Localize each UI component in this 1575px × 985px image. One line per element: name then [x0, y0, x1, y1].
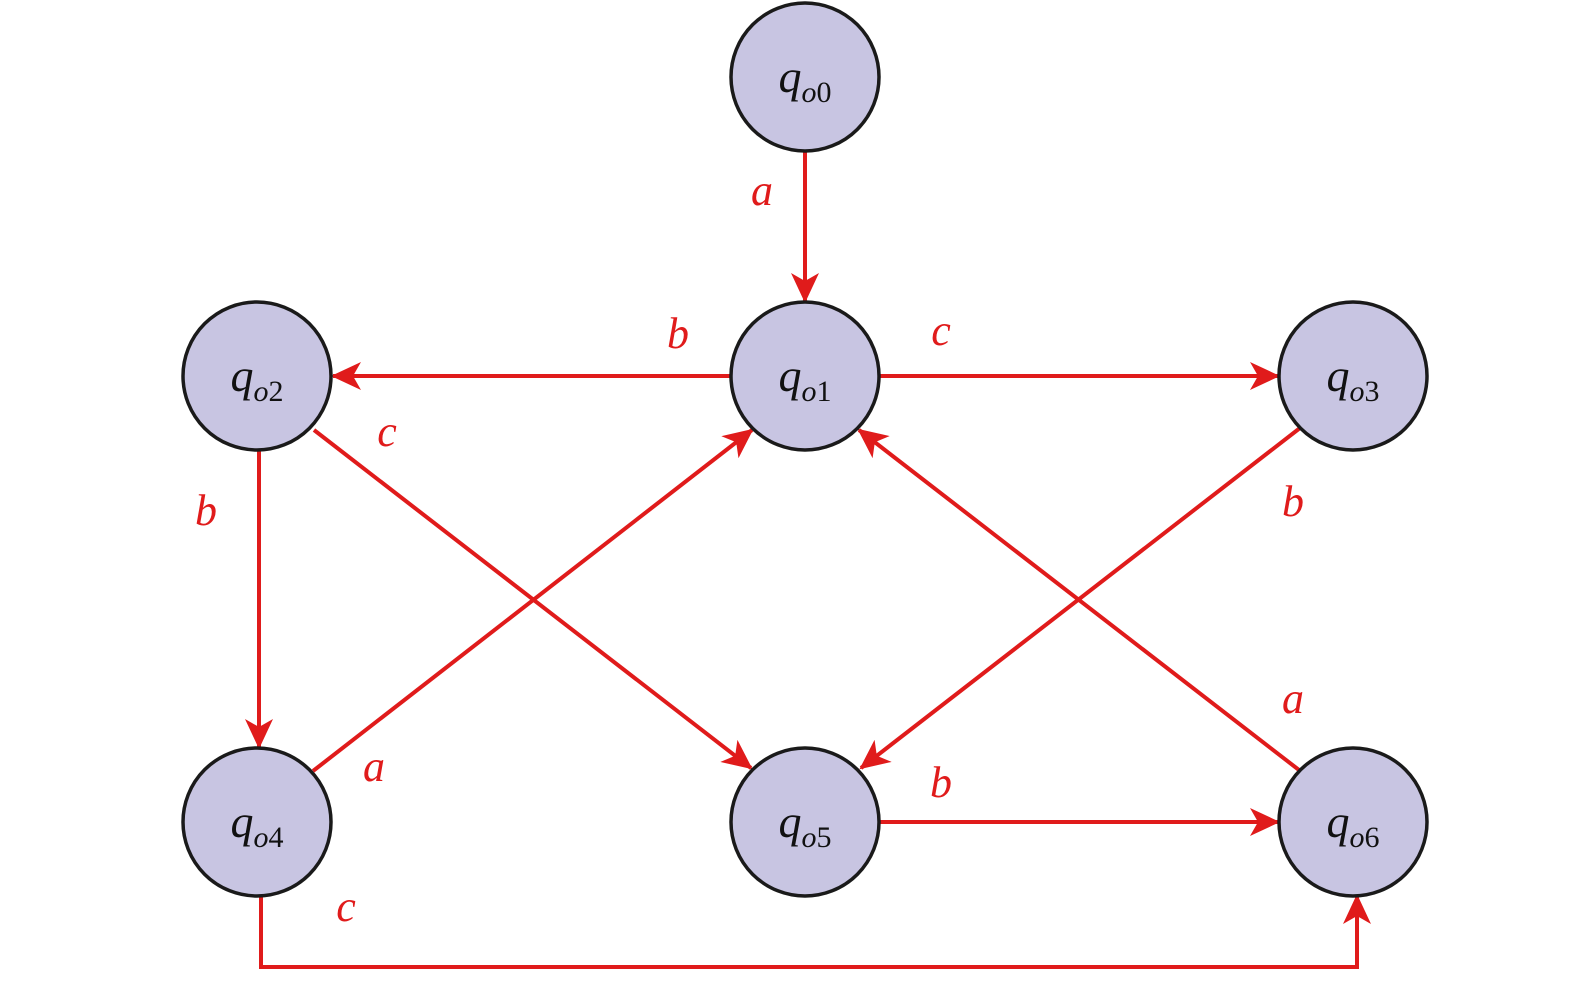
state-qo1-base: q — [779, 350, 802, 401]
state-qo2-sub-number: 2 — [269, 375, 284, 408]
edge-label-qo0-qo1: a — [751, 166, 773, 215]
edge-label-qo2-qo4: b — [195, 486, 217, 535]
edge-label-qo2-qo5: c — [377, 407, 397, 456]
edges — [245, 152, 1371, 969]
state-qo4[interactable]: qo4 — [181, 746, 333, 898]
edge-label-qo1-qo3: c — [931, 306, 951, 355]
state-qo3-sub-letter: o — [1350, 375, 1365, 408]
state-qo5-sub-letter: o — [802, 821, 817, 854]
svg-text:qo2: qo2 — [231, 350, 284, 408]
edge-label-qo4-qo1: a — [363, 742, 385, 791]
svg-text:qo0: qo0 — [779, 51, 832, 109]
svg-text:qo3: qo3 — [1327, 350, 1380, 408]
edge-label-qo6-qo1: a — [1282, 674, 1304, 723]
state-qo3-sub-number: 3 — [1365, 375, 1380, 408]
state-qo3[interactable]: qo3 — [1277, 300, 1429, 452]
state-qo4-sub-letter: o — [254, 821, 269, 854]
edge-label-qo3-qo5: b — [1282, 477, 1304, 526]
state-qo0-sub-letter: o — [802, 76, 817, 109]
edge-qo4-qo1 — [311, 428, 754, 773]
states: qo0 qo1 qo2 qo3 qo4 — [181, 1, 1429, 898]
state-qo5-base: q — [779, 796, 802, 847]
state-qo2-sub-letter: o — [254, 375, 269, 408]
state-qo0-sub-number: 0 — [817, 76, 832, 109]
state-qo1-sub-number: 1 — [817, 375, 832, 408]
edge-label-qo5-qo6: b — [930, 758, 952, 807]
state-qo6-sub-number: 6 — [1365, 821, 1380, 854]
svg-text:qo5: qo5 — [779, 796, 832, 854]
edge-label-qo4-qo6: c — [336, 882, 356, 931]
state-qo4-sub-number: 4 — [269, 821, 284, 854]
edge-label-qo1-qo2: b — [667, 309, 689, 358]
state-qo0[interactable]: qo0 — [729, 1, 881, 153]
svg-text:qo1: qo1 — [779, 350, 832, 408]
state-qo2-base: q — [231, 350, 254, 401]
state-qo6[interactable]: qo6 — [1277, 746, 1429, 898]
edge-qo6-qo1 — [857, 428, 1301, 772]
svg-text:qo4: qo4 — [231, 796, 284, 854]
state-qo1-sub-letter: o — [802, 375, 817, 408]
state-qo4-base: q — [231, 796, 254, 847]
edge-labels: a b c c b b a a b c — [195, 166, 1304, 931]
state-qo3-base: q — [1327, 350, 1350, 401]
state-qo5[interactable]: qo5 — [729, 746, 881, 898]
state-qo1[interactable]: qo1 — [729, 300, 881, 452]
edge-qo3-qo5 — [859, 426, 1302, 770]
state-qo6-base: q — [1327, 796, 1350, 847]
state-qo5-sub-number: 5 — [817, 821, 832, 854]
state-qo6-sub-letter: o — [1350, 821, 1365, 854]
svg-text:qo6: qo6 — [1327, 796, 1380, 854]
state-qo0-base: q — [779, 51, 802, 102]
state-qo2[interactable]: qo2 — [181, 300, 333, 452]
edge-qo4-qo6 — [259, 894, 1371, 969]
